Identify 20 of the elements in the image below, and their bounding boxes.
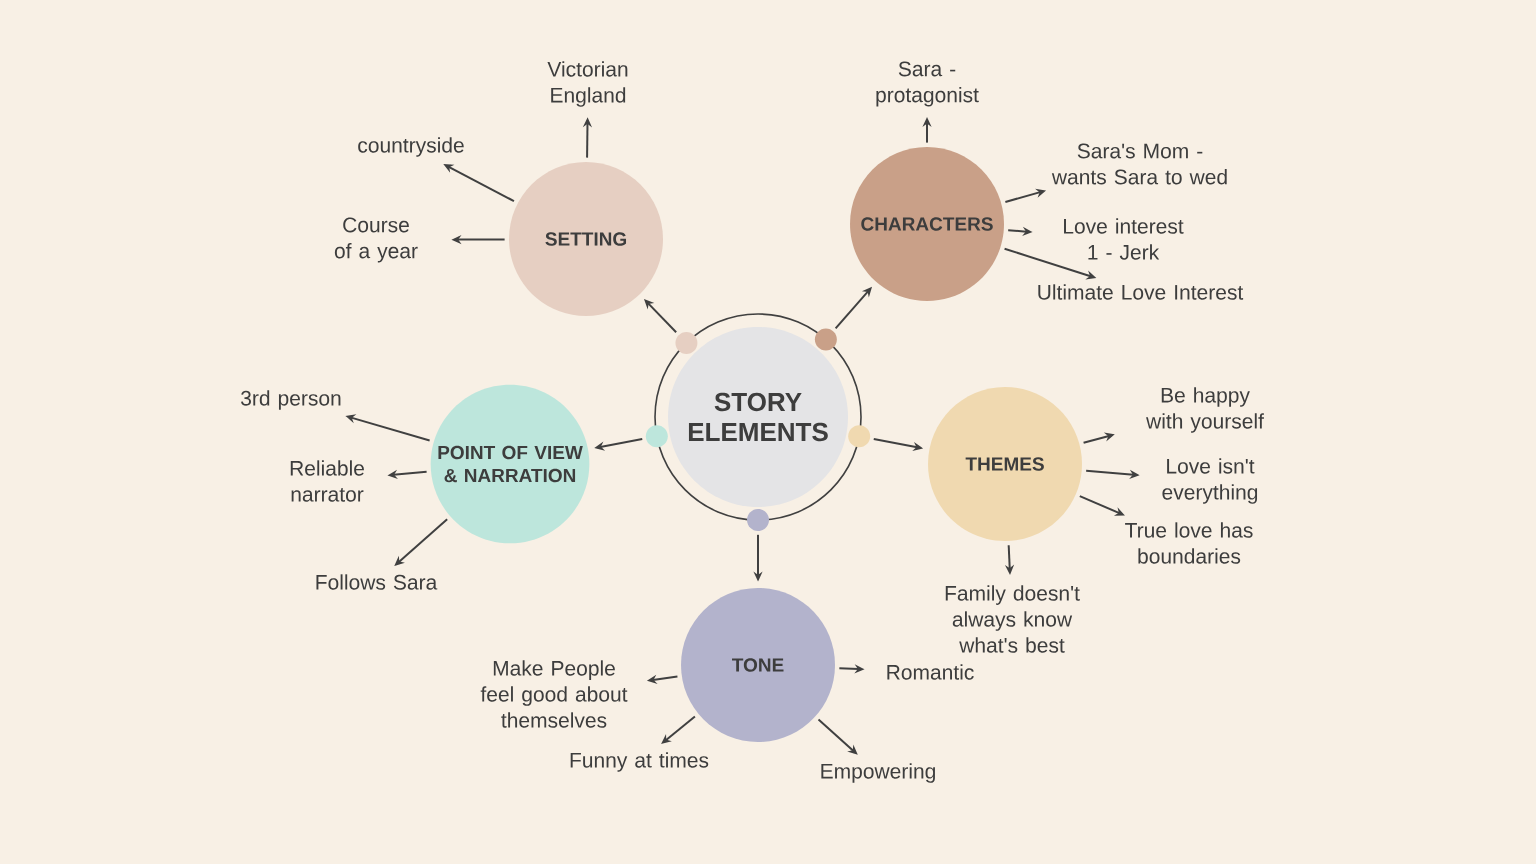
arrow	[394, 518, 449, 566]
idea-label: True love has boundaries	[1125, 522, 1253, 564]
idea-label: Reliable narrator	[290, 460, 364, 502]
idea-label: Family doesn't always know what's best	[945, 585, 1080, 653]
idea-label: Love isn't everything	[1162, 458, 1258, 504]
idea-label: Course of a year	[334, 217, 418, 263]
idea-label: Romantic	[887, 664, 974, 680]
arrow	[817, 718, 858, 755]
idea-label: countryside	[358, 137, 464, 157]
idea-label: Sara - protagonist	[876, 61, 979, 107]
idea-label: Be happy with yourself	[1146, 387, 1264, 433]
idea-label: Follows Sara	[316, 574, 438, 590]
idea-label: Make People feel good about themselves	[480, 660, 628, 728]
idea-label: Funny at times	[570, 752, 709, 772]
idea-label: Love interest 1 - Jerk	[1064, 218, 1184, 260]
idea-label: 3rd person	[241, 390, 341, 410]
idea-label: Sara's Mom - wants Sara to wed	[1051, 143, 1227, 185]
idea-label: Victorian England	[547, 61, 628, 107]
idea-label: Empowering	[821, 763, 935, 783]
idea-label: Ultimate Love Interest	[1038, 284, 1244, 300]
